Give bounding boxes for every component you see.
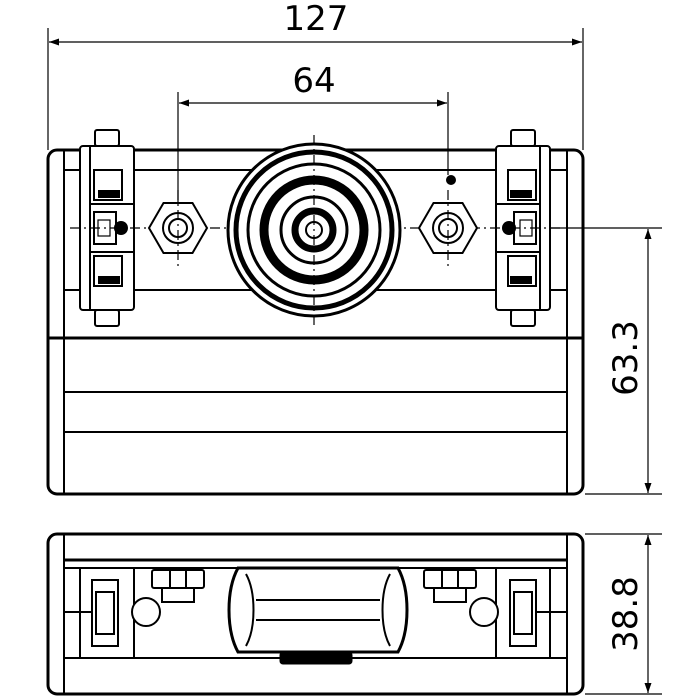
dimension-label-64: 64	[292, 61, 335, 101]
side-right-bracket	[469, 567, 567, 659]
dimension-label-38-8: 38.8	[606, 576, 646, 652]
dimension-height-axis: 63.3	[540, 227, 662, 495]
dimension-overall-width: 127	[47, 0, 584, 150]
side-left-bracket	[64, 567, 161, 659]
side-right-nut	[423, 569, 477, 603]
roller-wheel	[226, 135, 402, 325]
dimension-side-height: 38.8	[585, 533, 662, 695]
left-clamp-bracket	[79, 129, 135, 327]
dimension-bolt-spacing: 64	[177, 61, 449, 228]
side-view	[46, 532, 585, 696]
front-view	[46, 129, 585, 496]
side-wheel-profile	[227, 566, 409, 665]
right-hex-nut	[417, 175, 479, 266]
dimension-label-127: 127	[284, 0, 349, 39]
side-left-nut	[151, 569, 205, 603]
left-hex-nut	[147, 190, 209, 266]
dimension-label-63-3: 63.3	[606, 320, 646, 396]
